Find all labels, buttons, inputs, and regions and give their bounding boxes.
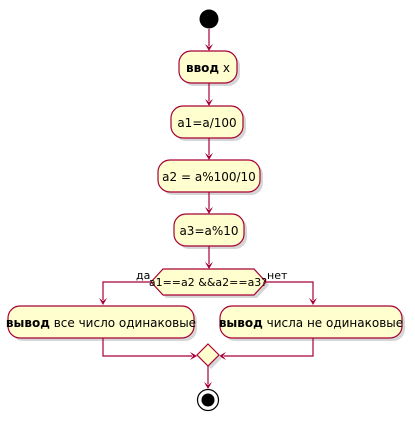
input-keyword: ввод [186,61,219,75]
arrowhead [99,298,107,305]
arrowhead [205,153,213,160]
arrowhead [205,207,213,214]
input-text: x [219,61,230,75]
decision-node: a1==a2 &&a2==a3? [149,268,269,298]
arrowhead [205,99,213,106]
svg-text:вывод числа не одинаковые: вывод числа не одинаковые [219,316,403,330]
svg-text:вывод все число одинаковые: вывод все число одинаковые [6,316,196,330]
arrowhead [204,382,212,389]
a1-text: a1=a/100 [177,116,236,130]
branch-label-yes: да [136,269,150,282]
output-yes-node: вывод все число одинаковые [6,305,197,341]
output-yes-keyword: вывод [6,316,50,330]
decision-text: a1==a2 &&a2==a3? [149,276,267,289]
output-no-keyword: вывод [219,316,263,330]
start-node [199,9,219,29]
arrowhead [309,298,317,305]
arrowhead [205,44,213,51]
edge-yes-merge [102,338,192,357]
end-node [196,388,220,412]
edge-decision-no [266,281,314,300]
a1-node: a1=a/100 [170,105,246,141]
edge-decision-yes [102,281,151,300]
output-no-text: числа не одинаковые [263,316,403,330]
a2-text: a2 = a%100/10 [162,170,256,184]
branch-label-no: нет [267,269,288,282]
edge-no-merge [224,338,314,357]
arrowhead [219,352,226,360]
a2-node: a2 = a%100/10 [157,159,263,195]
input-node: ввод x [178,50,240,86]
arrowhead [190,352,197,360]
a3-node: a3=a%10 [173,213,247,249]
arrowhead [205,262,213,269]
output-yes-text: все число одинаковые [50,316,196,330]
a3-text: a3=a%10 [179,224,238,238]
output-no-node: вывод числа не одинаковые [219,305,405,341]
svg-text:ввод x: ввод x [186,61,230,75]
merge-node [196,343,222,369]
